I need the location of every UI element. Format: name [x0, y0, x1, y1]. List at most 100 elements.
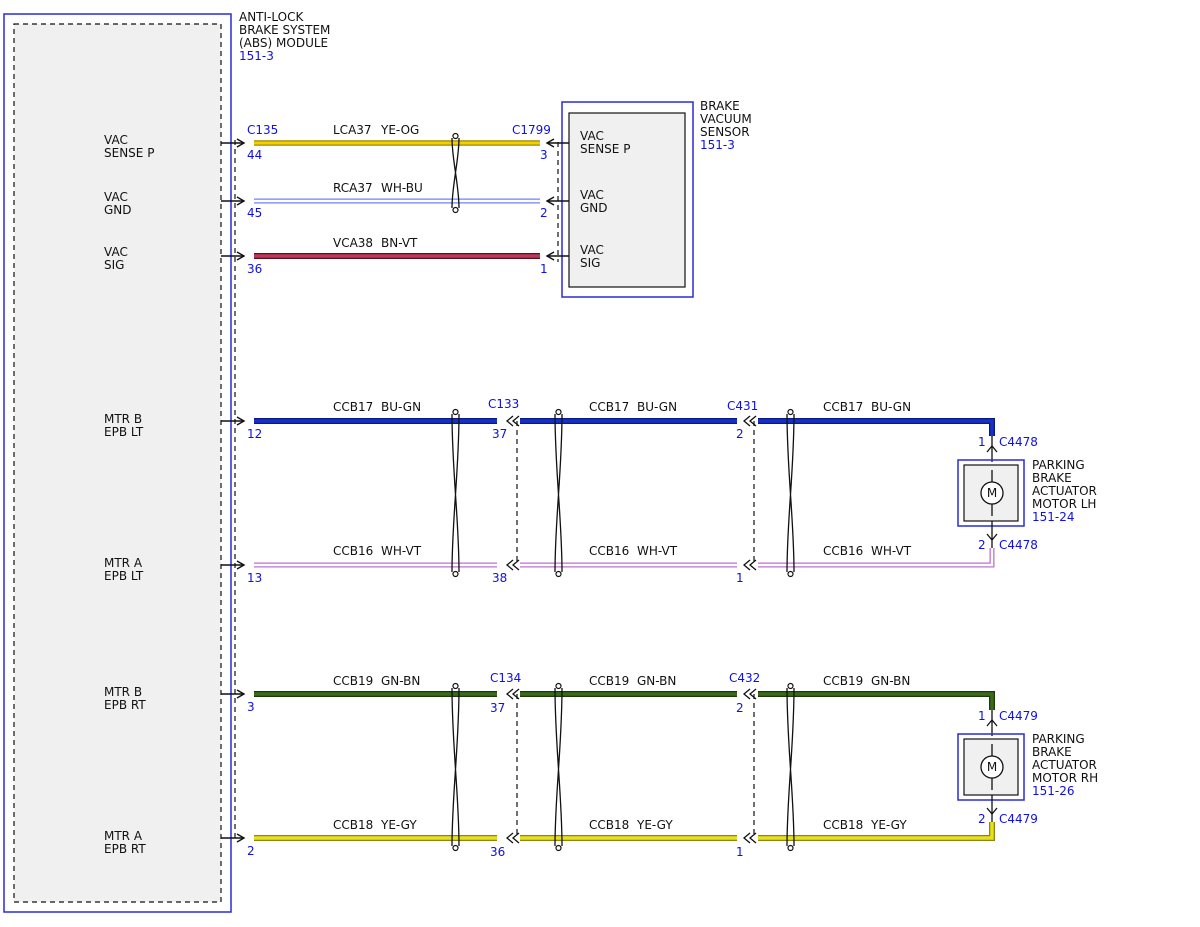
abs-pin: MTR A EPB LT 13 — [104, 556, 262, 585]
abs-module-ref[interactable]: 151-3 — [239, 49, 274, 63]
inline-pin-number: 2 — [736, 427, 744, 441]
wire-circuit-label: CCB16 — [823, 544, 863, 558]
wire-core — [758, 548, 994, 567]
abs-pin: MTR B EPB RT 3 — [104, 685, 255, 714]
wire-circuit-label: RCA37 — [333, 181, 373, 195]
wire-color-label: WH-VT — [637, 544, 678, 558]
abs-pin-label-line1: MTR B — [104, 685, 142, 699]
connector-arrow-icon — [505, 415, 520, 427]
wire-color-label: YE-GY — [870, 818, 907, 832]
abs-pin-label-line1: VAC — [104, 190, 128, 204]
inline-connector-label[interactable]: C431 — [727, 399, 758, 413]
wire-color-label: GN-BN — [381, 674, 420, 688]
motor-outline — [957, 733, 1025, 801]
motor-title-2: BRAKE — [1032, 471, 1072, 485]
abs-pin-number: 45 — [247, 206, 262, 220]
inline-pin-number: 37 — [490, 701, 505, 715]
wire-circuit-label: CCB18 — [333, 818, 373, 832]
wire-core — [758, 692, 994, 710]
twisted-pair-end — [452, 844, 459, 852]
motor-connector-label[interactable]: C4479 — [999, 709, 1038, 723]
inline-connector-label[interactable]: C133 — [488, 397, 519, 411]
twisted-pair-end — [555, 408, 562, 416]
motor-ref[interactable]: 151-24 — [1032, 510, 1075, 524]
abs-pin-label-line1: MTR B — [104, 412, 142, 426]
twisted-pair-end — [452, 408, 459, 416]
twisted-pair-symbol — [451, 137, 460, 209]
sensor-pin-label-line1: VAC — [580, 243, 604, 257]
sensor-connector-label[interactable]: C1799 — [512, 123, 551, 137]
wire-circuit-label: VCA38 — [333, 236, 373, 250]
sensor-ref[interactable]: 151-3 — [700, 138, 735, 152]
abs-module-title-3: (ABS) MODULE — [239, 36, 328, 50]
wire-color-label: GN-BN — [637, 674, 676, 688]
twisted-pair-end — [787, 682, 794, 690]
abs-pin-label-line1: MTR A — [104, 556, 143, 570]
abs-pin: MTR B EPB LT 12 — [104, 412, 262, 441]
abs-pin-label-line2: GND — [104, 203, 132, 217]
abs-connector-label[interactable]: C135 — [247, 123, 278, 137]
wire-vca38[interactable]: VCA38 BN-VT — [254, 236, 540, 259]
motor-pin-number: 2 — [978, 812, 986, 826]
twisted-pair-end — [452, 206, 459, 214]
wire-circuit-label: CCB18 — [589, 818, 629, 832]
abs-module-title-1: ANTI-LOCK — [239, 10, 304, 24]
wire-circuit-label: CCB17 — [589, 400, 629, 414]
wire-ccb17[interactable]: CCB17 BU-GN CCB17 BU-GN CCB17 BU-GN C133… — [254, 397, 995, 441]
sensor-title-2: VACUUM — [700, 112, 752, 126]
wire-rca37[interactable]: RCA37 WH-BU — [254, 181, 540, 204]
wire-color-label: YE-OG — [380, 123, 419, 137]
wire-lca37[interactable]: LCA37 YE-OG — [254, 123, 540, 146]
motor-pin-number: 2 — [978, 538, 986, 552]
abs-pin-label-line2: EPB RT — [104, 842, 146, 856]
inline-connector-label[interactable]: C134 — [490, 671, 521, 685]
motor-connector-label[interactable]: C4478 — [999, 435, 1038, 449]
motor-title-2: BRAKE — [1032, 745, 1072, 759]
abs-pin: VAC GND 45 — [104, 190, 262, 220]
abs-pin-label-line2: SIG — [104, 258, 124, 272]
motor-title-1: PARKING — [1032, 732, 1085, 746]
wire-circuit-label: CCB16 — [333, 544, 373, 558]
inline-connector-c431-c432 — [742, 415, 757, 844]
parking-brake-motor-lh: 1 C4478 M 2 C4478 PARKING BRAKE ACTUATOR… — [957, 435, 1097, 552]
inline-connector-label[interactable]: C432 — [729, 671, 760, 685]
wire-circuit-label: CCB17 — [333, 400, 373, 414]
motor-ref[interactable]: 151-26 — [1032, 784, 1075, 798]
abs-pin: VAC SENSE P 44 — [104, 133, 262, 162]
connector-arrow-icon — [742, 688, 757, 700]
motor-pin-number: 1 — [978, 709, 986, 723]
twisted-pair-symbol — [451, 687, 460, 847]
connector-arrow-icon — [986, 807, 998, 816]
parking-brake-motor-rh: 1 C4479 M 2 C4479 PARKING BRAKE ACTUATOR… — [957, 709, 1098, 826]
wire-color-label: YE-GY — [636, 818, 673, 832]
wire-color-label: GN-BN — [871, 674, 910, 688]
twisted-pair-end — [555, 570, 562, 578]
twisted-pair-end — [555, 844, 562, 852]
motor-connector-label[interactable]: C4478 — [999, 538, 1038, 552]
connector-arrow-icon — [505, 688, 520, 700]
wire-ccb19[interactable]: CCB19 GN-BN CCB19 GN-BN CCB19 GN-BN C134… — [254, 671, 995, 715]
abs-module-title-2: BRAKE SYSTEM — [239, 23, 330, 37]
twisted-pair-end — [452, 132, 459, 140]
wire-ccb16[interactable]: CCB16 WH-VT CCB16 WH-VT CCB16 WH-VT 38 1 — [254, 544, 995, 585]
abs-pin-label-line2: SENSE P — [104, 146, 154, 160]
motor-icon — [980, 755, 1004, 779]
motor-title-3: ACTUATOR — [1032, 484, 1097, 498]
wire-circuit-label: CCB16 — [589, 544, 629, 558]
motor-connector-label[interactable]: C4479 — [999, 812, 1038, 826]
wire-circuit-label: CCB19 — [589, 674, 629, 688]
sensor-title-1: BRAKE — [700, 99, 740, 113]
sensor-outline — [561, 101, 694, 298]
sensor-pin-label-line1: VAC — [580, 129, 604, 143]
twisted-pair-end — [787, 408, 794, 416]
wire-circuit-label: LCA37 — [333, 123, 372, 137]
wire-color-label: YE-GY — [380, 818, 417, 832]
inline-pin-number: 37 — [492, 427, 507, 441]
wire-ccb18[interactable]: CCB18 YE-GY CCB18 YE-GY CCB18 YE-GY 36 1 — [254, 818, 995, 859]
twisted-pair-symbol — [554, 413, 563, 573]
wire-color-label: BU-GN — [871, 400, 911, 414]
abs-pin-number: 2 — [247, 844, 255, 858]
sensor-pin-number: 2 — [540, 206, 548, 220]
brake-vacuum-sensor: BRAKE VACUUM SENSOR 151-3 C1799 VAC SENS… — [512, 99, 752, 298]
